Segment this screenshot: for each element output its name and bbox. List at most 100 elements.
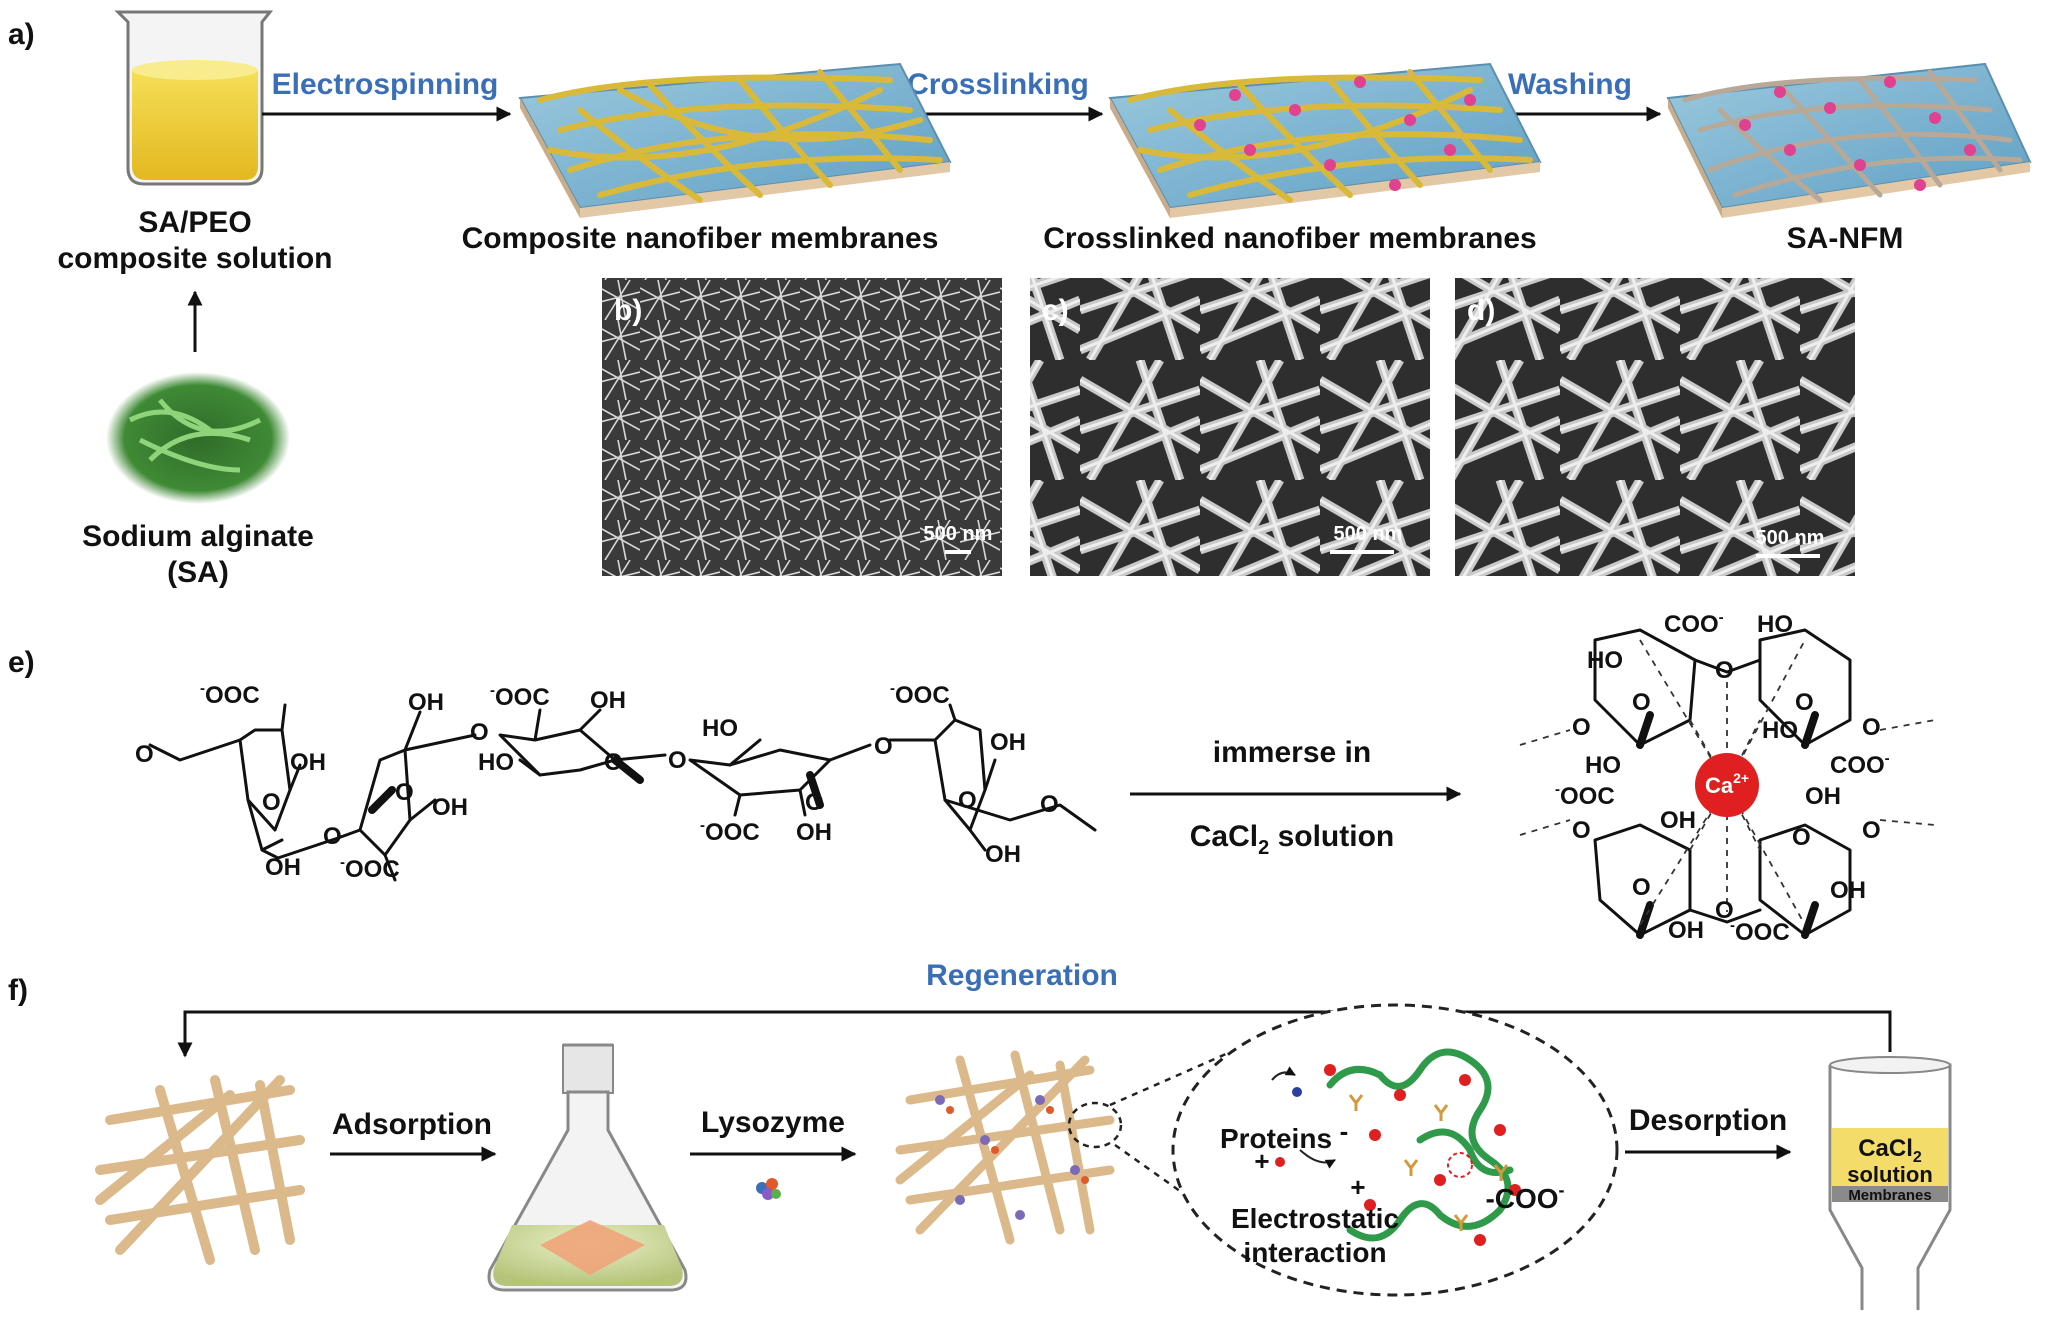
fiber-mesh-icon bbox=[95, 1075, 305, 1265]
proteins-plus-sign: + bbox=[1254, 1146, 1269, 1176]
sa-nfm-membrane-icon bbox=[1666, 62, 2032, 218]
egg-o-2: O bbox=[1862, 714, 1881, 741]
beaker-label-line2: composite solution bbox=[57, 242, 332, 275]
chain-o-ring-1: O bbox=[262, 789, 281, 816]
beaker-icon bbox=[114, 10, 274, 186]
desorption-label: Desorption bbox=[1629, 1104, 1787, 1137]
crosslinked-membrane-icon bbox=[1108, 62, 1542, 218]
scale-bar-label-d: 500 nm bbox=[1756, 527, 1825, 549]
panel-label-c: c) bbox=[1042, 294, 1069, 327]
chain-oh-5: OH bbox=[590, 687, 626, 714]
chain-oh-2: OH bbox=[265, 854, 301, 881]
sem-image-c: c) 500 nm bbox=[1030, 278, 1430, 576]
egg-ho-2: HO bbox=[1587, 647, 1623, 674]
chain-ooc-3: -OOC bbox=[490, 682, 550, 711]
crosslinked-membrane-label: Crosslinked nanofiber membranes bbox=[1043, 222, 1536, 255]
chain-ooc-1: -OOC bbox=[200, 680, 260, 709]
adsorption-label: Adsorption bbox=[332, 1108, 492, 1141]
egg-o-1: O bbox=[1572, 714, 1591, 741]
egg-ooc-2: -OOC bbox=[1730, 917, 1790, 946]
composite-membrane-icon bbox=[518, 62, 952, 218]
electrostatic-label-line1: Electrostatic bbox=[1231, 1203, 1399, 1234]
egg-ho-1: HO bbox=[1757, 611, 1793, 638]
sem-image-b: b) 500 nm bbox=[602, 278, 1002, 576]
chain-ho-1: HO bbox=[478, 749, 514, 776]
egg-o-bridge-2: O bbox=[1715, 897, 1734, 924]
regeneration-loop-arrow bbox=[177, 1010, 1892, 1058]
egg-box-structure: Ca2+ COO- HO HO O O O O HO O HO COO- -OO… bbox=[1519, 609, 1936, 946]
chain-ooc-4: -OOC bbox=[700, 817, 760, 846]
cacl2-solution-label: CaCl2 solution bbox=[1190, 820, 1394, 859]
carboxylate-label: -COO- bbox=[1485, 1180, 1564, 1214]
egg-coo-2: COO- bbox=[1830, 750, 1890, 779]
proteins-label: Proteins bbox=[1220, 1123, 1332, 1154]
lysozyme-icon bbox=[756, 1178, 781, 1200]
step-crosslinking: Crosslinking bbox=[907, 68, 1089, 101]
egg-o-4: O bbox=[1862, 817, 1881, 844]
egg-o-ring-2: O bbox=[1795, 689, 1814, 716]
sem-image-d: d) 500 nm bbox=[1455, 278, 1855, 576]
step-washing: Washing bbox=[1508, 68, 1632, 101]
chain-o-ring-2: O bbox=[395, 779, 414, 806]
lysozyme-label: Lysozyme bbox=[701, 1106, 845, 1139]
flask-icon bbox=[487, 1043, 688, 1292]
chain-oh-7: OH bbox=[990, 729, 1026, 756]
chain-ooc-5: -OOC bbox=[890, 680, 950, 709]
electrostatic-label-line2: interaction bbox=[1243, 1237, 1386, 1268]
plus-sign: + bbox=[1350, 1172, 1365, 1202]
panel-label-f: f) bbox=[8, 974, 28, 1007]
egg-ho-4: HO bbox=[1585, 752, 1621, 779]
chain-o-ring-3: O bbox=[604, 749, 623, 776]
chain-o-3: O bbox=[470, 719, 489, 746]
chain-o-ring-5: O bbox=[958, 787, 977, 814]
chain-o-1: O bbox=[135, 741, 154, 768]
egg-o-3: O bbox=[1572, 817, 1591, 844]
immerse-label: immerse in bbox=[1213, 736, 1371, 769]
chain-oh-6: OH bbox=[796, 819, 832, 846]
panel-label-b: b) bbox=[614, 294, 642, 327]
panel-label-e: e) bbox=[8, 646, 35, 679]
egg-oh-1: OH bbox=[1805, 783, 1841, 810]
alginate-label-line1: Sodium alginate bbox=[82, 520, 314, 553]
chain-o-6: O bbox=[1040, 791, 1059, 818]
zoom-line-top bbox=[1109, 1048, 1236, 1107]
panel-label-d: d) bbox=[1467, 294, 1495, 327]
egg-oh-2: OH bbox=[1660, 807, 1696, 834]
scale-bar-d bbox=[1756, 554, 1820, 558]
egg-coo-1: COO- bbox=[1664, 609, 1724, 638]
zoom-source-circle bbox=[1067, 1101, 1123, 1149]
chain-o-2: O bbox=[323, 823, 342, 850]
scale-bar-b bbox=[945, 550, 971, 554]
chain-oh-8: OH bbox=[985, 841, 1021, 868]
chain-ho-2: HO bbox=[702, 715, 738, 742]
alginate-chain-structure: O -OOC OH O OH O OH O OH -OOC O -OOC OH … bbox=[135, 680, 1097, 883]
zoom-inset bbox=[1171, 1003, 1619, 1297]
egg-o-bridge-1: O bbox=[1715, 657, 1734, 684]
calcium-ion-label: Ca2+ bbox=[1705, 770, 1749, 798]
regeneration-label: Regeneration bbox=[926, 959, 1118, 992]
calcium-ion bbox=[1695, 753, 1759, 817]
egg-o-ring-1: O bbox=[1632, 689, 1651, 716]
column-membranes-label: Membranes bbox=[1848, 1187, 1931, 1204]
egg-o-ring-4: O bbox=[1632, 874, 1651, 901]
chain-oh-4: OH bbox=[432, 794, 468, 821]
egg-oh-4: OH bbox=[1668, 917, 1704, 944]
column-solution-line1: CaCl2 bbox=[1858, 1135, 1922, 1166]
egg-o-ring-3: O bbox=[1792, 824, 1811, 851]
scale-bar-label-b: 500 nm bbox=[924, 523, 993, 545]
sa-nfm-label: SA-NFM bbox=[1787, 222, 1904, 255]
chain-o-4: O bbox=[668, 747, 687, 774]
protein-charge-dot bbox=[1275, 1157, 1285, 1167]
alginate-label-line2: (SA) bbox=[167, 556, 229, 589]
loaded-fiber-mesh-icon bbox=[895, 1050, 1115, 1245]
algae-icon bbox=[106, 372, 290, 504]
chain-o-ring-4: O bbox=[805, 789, 824, 816]
panel-label-a: a) bbox=[8, 18, 35, 51]
composite-membrane-label: Composite nanofiber membranes bbox=[462, 222, 939, 255]
beaker-label-line1: SA/PEO bbox=[138, 206, 251, 239]
chain-oh-3: OH bbox=[408, 689, 444, 716]
step-electrospinning: Electrospinning bbox=[272, 68, 499, 101]
chain-ooc-2: -OOC bbox=[340, 854, 400, 883]
